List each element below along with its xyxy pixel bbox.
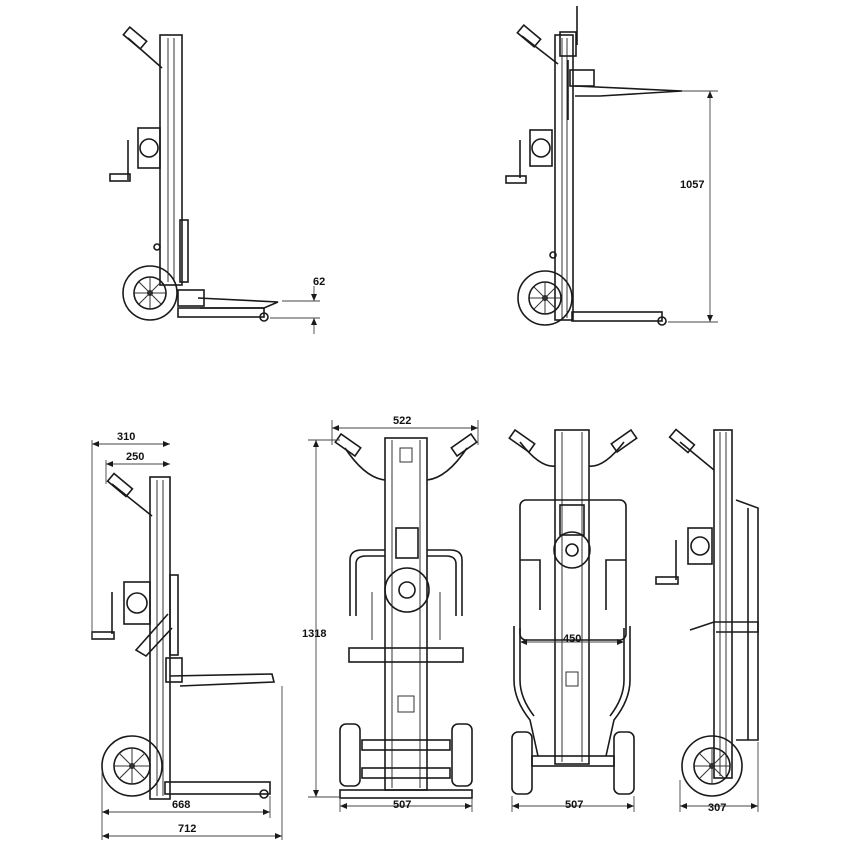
dimension-712: 712 bbox=[178, 823, 196, 835]
side-view-raised: 1057 bbox=[505, 6, 718, 326]
dimension-250: 250 bbox=[126, 451, 144, 463]
dimension-507-rear: 507 bbox=[565, 799, 583, 811]
rear-view: 450 507 bbox=[508, 428, 638, 812]
dimension-310: 310 bbox=[117, 431, 135, 443]
side-view-dimensioned: 310 250 668 712 bbox=[91, 431, 283, 840]
dimension-62: 62 bbox=[313, 276, 325, 288]
side-view-lowered: 62 bbox=[109, 25, 325, 334]
dimension-1318: 1318 bbox=[302, 628, 326, 640]
dimension-307: 307 bbox=[708, 802, 726, 814]
dimension-507-front: 507 bbox=[393, 799, 411, 811]
front-view: 522 1318 507 bbox=[302, 415, 479, 812]
dimension-668: 668 bbox=[172, 799, 190, 811]
dimension-450: 450 bbox=[563, 633, 581, 645]
side-view-folded: 307 bbox=[655, 428, 759, 814]
dimension-1057: 1057 bbox=[680, 179, 704, 191]
dimension-522: 522 bbox=[393, 415, 411, 427]
